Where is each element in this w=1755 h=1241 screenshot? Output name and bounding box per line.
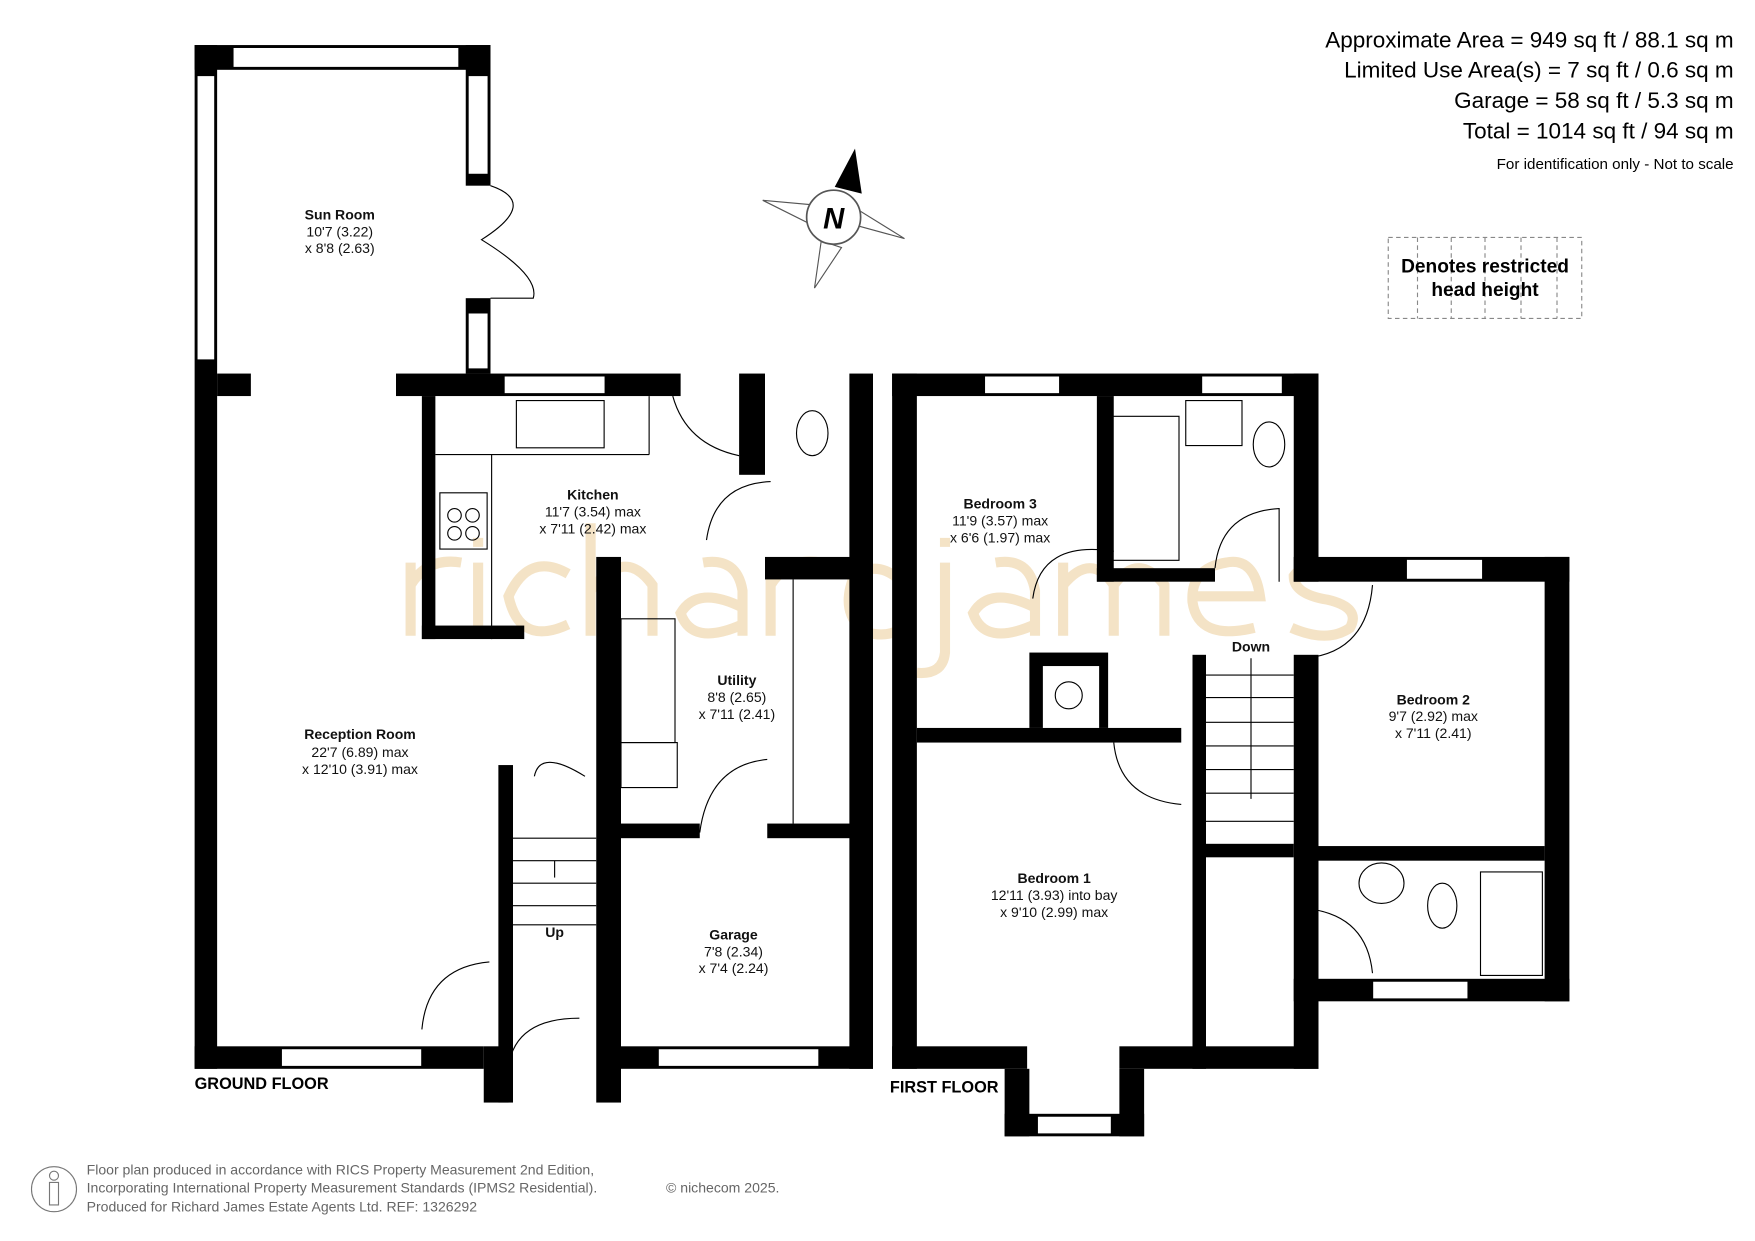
room-name: Bedroom 2 — [1397, 691, 1471, 707]
legend-line-2: head height — [1431, 280, 1539, 301]
first-floor-label: FIRST FLOOR — [890, 1078, 999, 1096]
area-summary: Approximate Area = 949 sq ft / 88.1 sq m… — [1325, 27, 1734, 173]
room-bedroom-3: Bedroom 3 11'9 (3.57) max x 6'6 (1.97) m… — [950, 496, 1050, 546]
room-name: Utility — [717, 672, 756, 688]
room-dimension: 12'11 (3.93) into bay — [991, 887, 1118, 903]
room-dimension: 8'8 (2.65) — [707, 689, 766, 705]
room-garage: Garage 7'8 (2.34) x 7'4 (2.24) — [699, 926, 769, 976]
room-name: Bedroom 1 — [1017, 870, 1091, 886]
room-dimension: x 7'11 (2.41) — [699, 706, 776, 722]
compass-icon: N — [762, 148, 905, 289]
room-dimension: 9'7 (2.92) max — [1389, 708, 1478, 724]
approximate-area: Approximate Area = 949 sq ft / 88.1 sq m — [1325, 27, 1733, 52]
room-reception: Reception Room 22'7 (6.89) max x 12'10 (… — [302, 726, 418, 777]
total-area: Total = 1014 sq ft / 94 sq m — [1463, 118, 1734, 143]
room-name: Reception Room — [304, 726, 416, 742]
room-dimension: 10'7 (3.22) — [306, 223, 373, 239]
ground-floor-walls — [194, 45, 873, 1103]
footer: Floor plan produced in accordance with R… — [30, 1162, 779, 1215]
footer-copyright: © nichecom 2025. — [666, 1180, 779, 1196]
watermark-logo — [405, 523, 1358, 679]
room-dimension: x 9'10 (2.99) max — [1000, 904, 1108, 920]
room-dimension: x 7'4 (2.24) — [699, 960, 769, 976]
ground-floor-label: GROUND FLOOR — [195, 1075, 329, 1093]
room-name: Bedroom 3 — [963, 496, 1037, 512]
room-name: Garage — [709, 926, 758, 942]
first-floor-walls — [892, 373, 1570, 1137]
room-name: Kitchen — [567, 487, 619, 503]
room-dimension: 7'8 (2.34) — [704, 943, 763, 959]
limited-use-area: Limited Use Area(s) = 7 sq ft / 0.6 sq m — [1344, 58, 1734, 83]
room-dimension: x 7'11 (2.41) — [1395, 725, 1472, 741]
stairs-up-label: Up — [545, 924, 564, 940]
room-dimension: 11'7 (3.54) max — [545, 503, 641, 519]
compass-north-label: N — [823, 203, 845, 235]
legend-line-1: Denotes restricted — [1401, 256, 1569, 277]
footer-line-2: Incorporating International Property Mea… — [87, 1180, 598, 1196]
room-dimension: 11'9 (3.57) max — [952, 512, 1048, 528]
room-dimension: 22'7 (6.89) max — [311, 744, 408, 760]
room-bedroom-1: Bedroom 1 12'11 (3.93) into bay x 9'10 (… — [991, 870, 1118, 920]
room-kitchen: Kitchen 11'7 (3.54) max x 7'11 (2.42) ma… — [539, 487, 646, 537]
room-dimension: x 8'8 (2.63) — [305, 240, 375, 256]
garage-area: Garage = 58 sq ft / 5.3 sq m — [1454, 88, 1734, 113]
restricted-height-legend: Denotes restricted head height — [1387, 236, 1583, 319]
room-sun-room: Sun Room 10'7 (3.22) x 8'8 (2.63) — [305, 206, 375, 256]
footer-line-1: Floor plan produced in accordance with R… — [87, 1162, 595, 1178]
room-utility: Utility 8'8 (2.65) x 7'11 (2.41) — [699, 672, 776, 722]
disclaimer: For identification only - Not to scale — [1497, 156, 1734, 173]
footer-line-3: Produced for Richard James Estate Agents… — [87, 1199, 478, 1215]
room-name: Sun Room — [305, 206, 375, 222]
room-bedroom-2: Bedroom 2 9'7 (2.92) max x 7'11 (2.41) — [1389, 691, 1478, 741]
room-dimension: x 12'10 (3.91) max — [302, 761, 418, 777]
room-dimension: x 6'6 (1.97) max — [950, 529, 1050, 545]
person-icon — [30, 1166, 78, 1213]
stairs-down-label: Down — [1232, 638, 1270, 654]
room-dimension: x 7'11 (2.42) max — [539, 520, 646, 536]
